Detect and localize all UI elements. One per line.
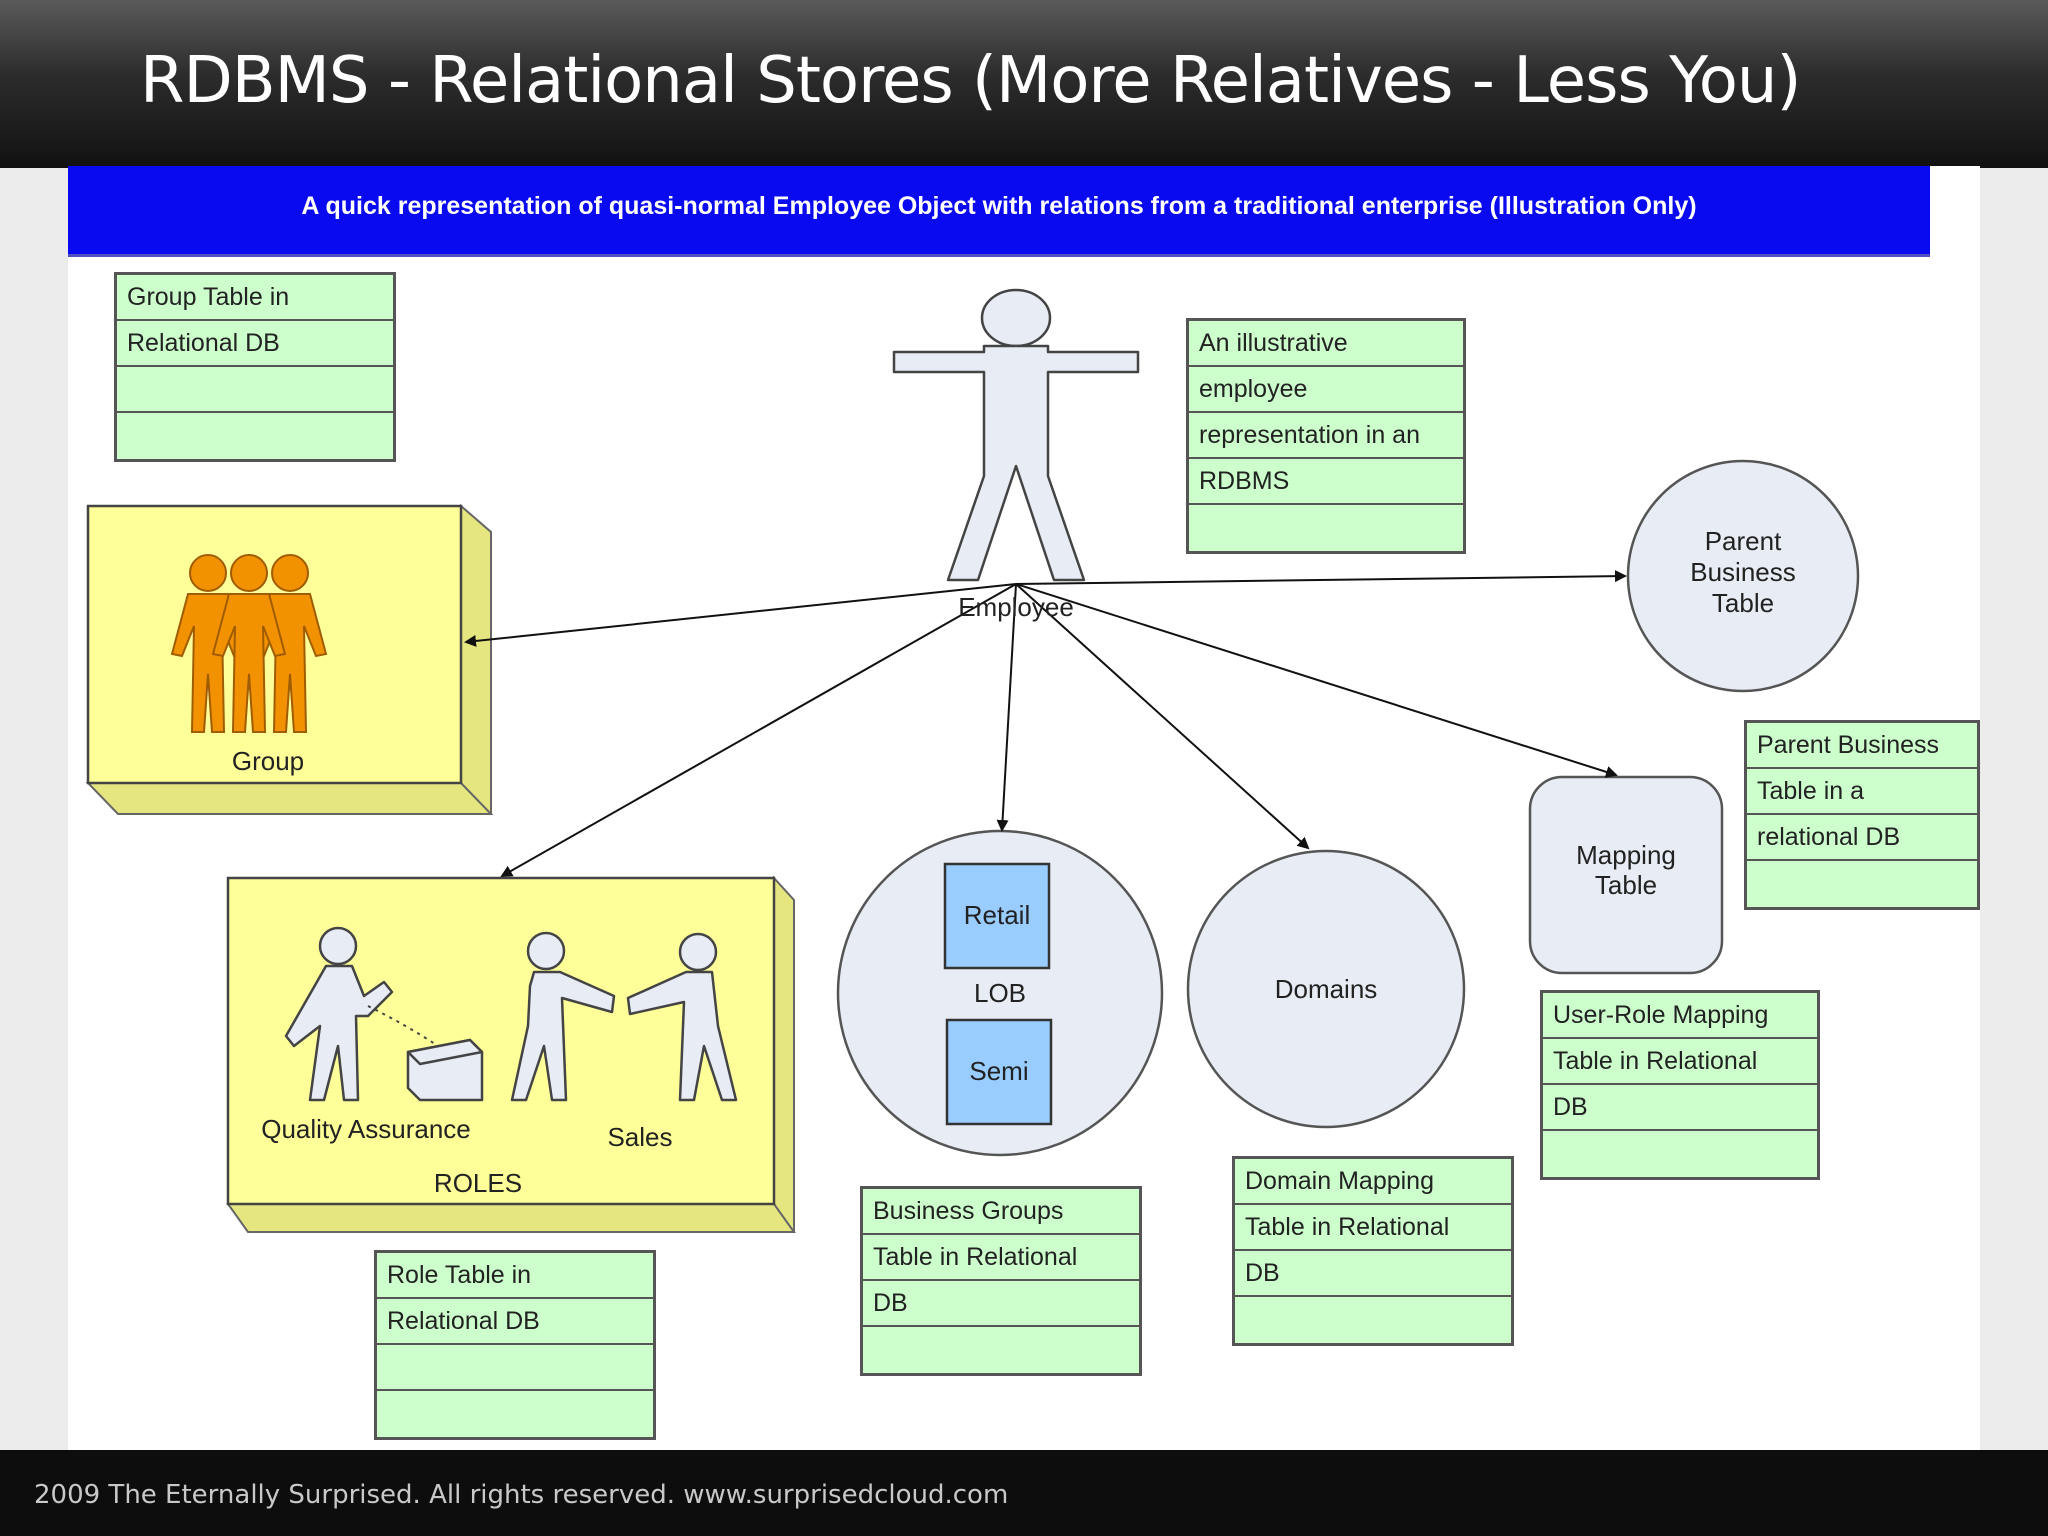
table-row: Domain Mapping: [1235, 1159, 1511, 1205]
mapping-table-shape: [1528, 775, 1724, 975]
table-row: Business Groups: [863, 1189, 1139, 1235]
table-row: [1747, 861, 1977, 907]
table-row: An illustrative: [1189, 321, 1463, 367]
diagram-canvas: A quick representation of quasi-normal E…: [68, 166, 1980, 1450]
domains-circle: [1186, 849, 1466, 1129]
table-row: DB: [1543, 1085, 1817, 1131]
table-row: Table in a: [1747, 769, 1977, 815]
parent-business-line: Table: [1711, 588, 1775, 618]
table-row: RDBMS: [1189, 459, 1463, 505]
table-row: [1235, 1297, 1511, 1343]
table-row: [117, 413, 393, 459]
group-label: Group: [231, 746, 305, 776]
banner-text: A quick representation of quasi-normal E…: [301, 192, 1697, 220]
lob-label: LOB: [973, 978, 1027, 1008]
retail-label: Retail: [963, 900, 1031, 930]
footer-text: 2009 The Eternally Surprised. All rights…: [34, 1480, 1009, 1510]
table-row: Relational DB: [377, 1299, 653, 1345]
mapping-table-line: Mapping: [1576, 840, 1676, 870]
parent-business-line: Business: [1690, 557, 1796, 587]
business-groups-note: Business Groups Table in Relational DB: [860, 1186, 1142, 1376]
diagram-banner: A quick representation of quasi-normal E…: [68, 166, 1930, 257]
table-row: [377, 1345, 653, 1391]
roles-label: ROLES: [433, 1168, 523, 1198]
slide-title: RDBMS - Relational Stores (More Relative…: [140, 44, 1801, 118]
group-people-icon: [170, 554, 328, 733]
table-row: [377, 1391, 653, 1437]
table-row: Parent Business: [1747, 723, 1977, 769]
sales-label: Sales: [607, 1122, 673, 1152]
mapping-table-line: Table: [1594, 870, 1658, 900]
table-row: Table in Relational: [1235, 1205, 1511, 1251]
semi-label: Semi: [969, 1056, 1029, 1086]
table-row: Group Table in: [117, 275, 393, 321]
parent-business-note: Parent Business Table in a relational DB: [1744, 720, 1980, 910]
table-row: [1189, 505, 1463, 551]
table-row: Role Table in: [377, 1253, 653, 1299]
mapping-table-label: Mapping Table: [1530, 840, 1722, 900]
quality-assurance-icon: [284, 926, 484, 1102]
quality-assurance-label: Quality Assurance: [261, 1114, 471, 1144]
diagram-shapes: [85, 288, 1860, 1233]
employee-note: An illustrative employee representation …: [1186, 318, 1466, 554]
table-row: Relational DB: [117, 321, 393, 367]
slide-footer: 2009 The Eternally Surprised. All rights…: [0, 1450, 2048, 1536]
domains-label: Domains: [1274, 974, 1378, 1004]
table-row: employee: [1189, 367, 1463, 413]
table-row: [1543, 1131, 1817, 1177]
group-table-note: Group Table in Relational DB: [114, 272, 396, 462]
table-row: [863, 1327, 1139, 1373]
connectors: [464, 570, 1627, 877]
table-row: representation in an: [1189, 413, 1463, 459]
table-row: Table in Relational: [863, 1235, 1139, 1281]
parent-business-table-label: Parent Business Table: [1643, 526, 1843, 619]
table-row: DB: [863, 1281, 1139, 1327]
role-table-note: Role Table in Relational DB: [374, 1250, 656, 1440]
table-row: User-Role Mapping: [1543, 993, 1817, 1039]
table-row: Table in Relational: [1543, 1039, 1817, 1085]
parent-business-line: Parent: [1704, 526, 1782, 556]
employee-icon: [892, 288, 1140, 582]
table-row: relational DB: [1747, 815, 1977, 861]
employee-label: Employee: [958, 592, 1074, 622]
sales-icon: [510, 931, 738, 1102]
user-role-mapping-note: User-Role Mapping Table in Relational DB: [1540, 990, 1820, 1180]
semi-box: [945, 1018, 1053, 1126]
slide-header: RDBMS - Relational Stores (More Relative…: [0, 0, 2048, 168]
parent-business-circle: [1626, 459, 1860, 693]
domain-mapping-note: Domain Mapping Table in Relational DB: [1232, 1156, 1514, 1346]
table-row: DB: [1235, 1251, 1511, 1297]
table-row: [117, 367, 393, 413]
retail-box: [943, 862, 1051, 970]
